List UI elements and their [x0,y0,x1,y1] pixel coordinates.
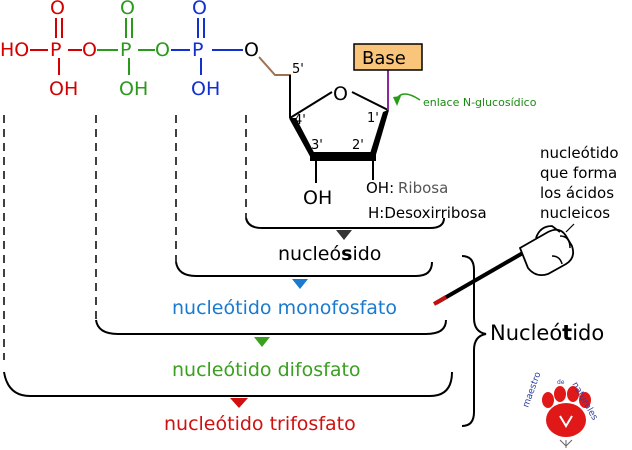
phosphorus-2: P [120,39,131,61]
svg-text:los ácidos: los ácidos [540,184,614,202]
oh-group-3: OH [191,78,220,100]
carbon-2-label: 2' [352,138,364,153]
svg-text:nucleótido: nucleótido [540,144,619,162]
paw-toe-2 [554,386,566,402]
monofosfato-marker [292,279,308,289]
difosfato-marker [254,337,270,347]
oxygen-top-1: O [50,0,65,19]
carbon-1-label: 1' [367,111,379,126]
desoxirribosa-label: H:Desoxirribosa [368,204,487,222]
oh-group-2: OH [119,78,148,100]
oxygen-link-2: O [155,39,170,61]
phosphate-2: P O OH O [119,0,170,100]
carbon-4-label: 4' [294,113,306,128]
oxygen-5prime: O [244,39,259,61]
phosphate-1: HO P O OH O [0,0,97,100]
carbon-5-label: 5' [292,62,304,77]
hydroxyl-2: OH: [366,179,394,197]
oxygen-link-1: O [82,39,97,61]
nucleosido-label: nucleósido [278,243,381,265]
phosphorus-1: P [50,39,61,61]
base-box [353,43,423,71]
oxygen-top-3: O [192,0,207,19]
paw-toe-4 [579,392,591,408]
carbon-3-label: 3' [311,138,323,153]
paw-toe-1 [542,392,554,408]
oxygen-top-2: O [120,0,135,19]
level-braces [3,217,487,427]
difosfato-label: nucleótido difosfato [172,359,361,381]
logo-word-1: maestro [521,370,543,409]
dashed-guides [3,115,247,360]
pointing-hand-icon [432,223,575,306]
phosphate-3: P O OH [191,0,243,100]
note-text: nucleótido que forma los ácidos nucleico… [540,144,619,222]
paw-pad [546,403,586,437]
trifosfato-marker [230,398,248,408]
oh-group-1: OH [49,78,78,100]
hydroxyl-3: OH [303,187,332,209]
pentose-sugar: 5' O 4' 1' 3' 2' OH OH: Ribosa H:Desoxir… [258,56,487,222]
svg-text:que forma: que forma [540,164,617,182]
paw-toe-3 [567,386,579,402]
base-label: Base [362,48,406,69]
nucleosido-marker [336,230,352,240]
phosphorus-3: P [192,39,203,61]
glycosidic-bond-label: enlace N-glucosídico [423,96,537,109]
maestro-de-naturales-logo: maestro de naturales [521,370,599,448]
ribosa-label: Ribosa [398,179,448,197]
ring-oxygen: O [333,83,348,105]
logo-word-2: de [557,379,565,386]
svg-text:nucleicos: nucleicos [540,204,610,222]
ho-group: HO [0,39,29,61]
monofosfato-label: nucleótido monofosfato [172,297,397,319]
trifosfato-label: nucleótido trifosfato [164,413,356,435]
nucleotido-label: Nucleótido [490,321,604,345]
